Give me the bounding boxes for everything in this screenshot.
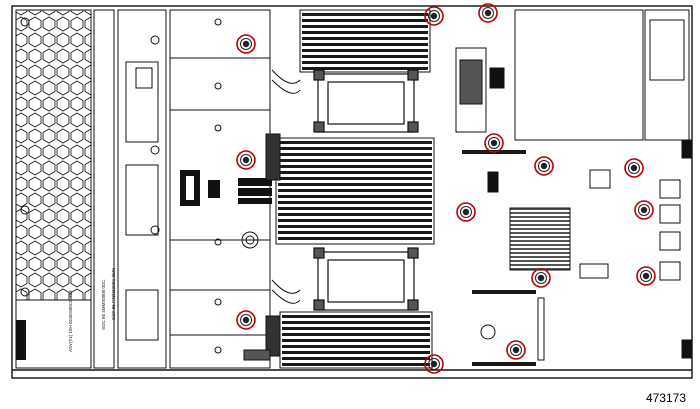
mounting-holes — [20, 17, 259, 354]
figure-number: 473173 — [645, 391, 686, 405]
screw-upper-right — [624, 158, 644, 178]
screw-center-lower — [531, 268, 551, 288]
cable-routes — [265, 69, 301, 357]
screw-bottom-center — [424, 354, 444, 374]
silkscreen-label-2: SOP 86 P78N8200C 0MH — [111, 268, 116, 320]
silkscreen-labels: ASY(T4) 10H 0D36S00C0 TIM SOP 86 P78N820… — [68, 268, 116, 352]
screw-top-center — [424, 6, 444, 26]
rear-io-connectors — [659, 139, 693, 359]
chipset-heatsink — [509, 207, 571, 271]
screw-psu-corner — [484, 133, 504, 153]
dimm-bank-cpu1 — [299, 9, 431, 73]
screw-upper-mid-right — [534, 156, 554, 176]
fan-connectors — [180, 170, 272, 206]
silkscreen-label-1: ASY(T4) 10H 0D36S00C0 TIM — [68, 290, 73, 352]
screw-mid-left-cpu — [236, 150, 256, 170]
screw-left-mid-right — [456, 202, 476, 222]
cpu1-socket — [313, 69, 419, 133]
screw-lower-left-cpu — [236, 310, 256, 330]
screw-callouts — [236, 3, 656, 374]
dimm-bank-center — [275, 137, 435, 245]
screw-right-lower — [636, 266, 656, 286]
screw-bottom-right — [506, 340, 526, 360]
front-bezel — [15, 9, 115, 369]
misc-components — [243, 169, 611, 361]
dimm-bank-cpu2 — [279, 311, 433, 369]
chassis-outline — [11, 5, 693, 379]
power-supply-bay — [455, 9, 690, 141]
cpu2-socket — [313, 247, 419, 311]
screw-right-mid — [634, 200, 654, 220]
silkscreen-label-3: SOC 86 4MMS0000 0DC — [101, 279, 106, 330]
screw-top-right-small — [478, 3, 498, 23]
screw-upper-left-cpu — [236, 34, 256, 54]
